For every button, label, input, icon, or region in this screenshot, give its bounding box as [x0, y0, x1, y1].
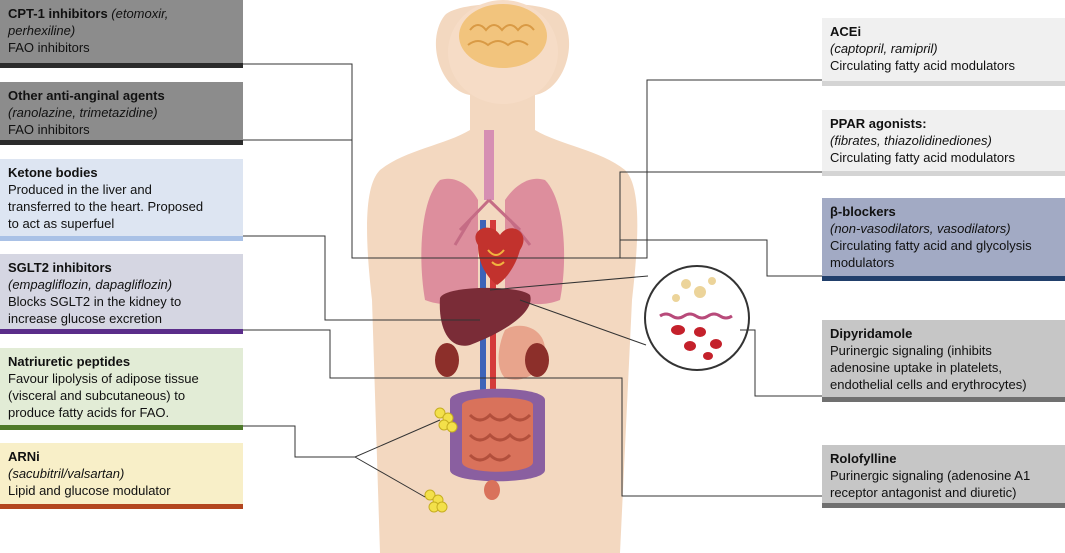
- box-italic-line: (ranolazine, trimetazidine): [8, 104, 235, 121]
- box-description: Purinergic signaling (adenosine A1: [830, 467, 1057, 484]
- box-title: SGLT2 inhibitors: [8, 259, 235, 276]
- box-description: FAO inhibitors: [8, 121, 235, 138]
- box-description: Lipid and glucose modulator: [8, 482, 235, 499]
- kidney-left-icon: [435, 343, 459, 377]
- box-description: Favour lipolysis of adipose tissue: [8, 370, 235, 387]
- box-description: Circulating fatty acid modulators: [830, 149, 1057, 166]
- box-description: Blocks SGLT2 in the kidney to: [8, 293, 235, 310]
- box-title-italic: (etomoxir,: [108, 6, 169, 21]
- box-description: FAO inhibitors: [8, 39, 235, 56]
- box-accent-bar: [0, 236, 243, 241]
- box-italic-line: perhexiline): [8, 22, 235, 39]
- box-description: transferred to the heart. Proposed: [8, 198, 235, 215]
- box-italic-line: (sacubitril/valsartan): [8, 465, 235, 482]
- box-description: receptor antagonist and diuretic): [830, 484, 1057, 501]
- rolofylline-box: Rolofylline Purinergic signaling (adenos…: [822, 445, 1065, 508]
- box-title: Ketone bodies: [8, 164, 235, 181]
- box-accent-bar: [822, 171, 1065, 176]
- box-accent-bar: [0, 140, 243, 145]
- ppar-agonists-box: PPAR agonists: (fibrates, thiazolidinedi…: [822, 110, 1065, 176]
- box-description: Circulating fatty acid and glycolysis: [830, 237, 1057, 254]
- box-accent-bar: [822, 503, 1065, 508]
- ketone-bodies-box: Ketone bodies Produced in the liver and …: [0, 159, 243, 241]
- box-description: to act as superfuel: [8, 215, 235, 232]
- box-title: CPT-1 inhibitors: [8, 6, 108, 21]
- box-accent-bar: [0, 63, 243, 68]
- beta-blockers-box: β-blockers (non-vasodilators, vasodilato…: [822, 198, 1065, 281]
- box-italic-line: (fibrates, thiazolidinediones): [830, 132, 1057, 149]
- box-description: Circulating fatty acid modulators: [830, 57, 1057, 74]
- box-title: ARNi: [8, 448, 235, 465]
- cpt1-inhibitors-box: CPT-1 inhibitors (etomoxir, perhexiline)…: [0, 0, 243, 68]
- box-description: modulators: [830, 254, 1057, 271]
- box-description: Purinergic signaling (inhibits: [830, 342, 1057, 359]
- box-description: Produced in the liver and: [8, 181, 235, 198]
- brain-icon: [459, 4, 547, 68]
- box-description: endothelial cells and erythrocytes): [830, 376, 1057, 393]
- box-italic-line: (empagliflozin, dapagliflozin): [8, 276, 235, 293]
- box-description: adenosine uptake in platelets,: [830, 359, 1057, 376]
- box-accent-bar: [822, 81, 1065, 86]
- box-description: increase glucose excretion: [8, 310, 235, 327]
- box-accent-bar: [0, 504, 243, 509]
- box-title: ACEi: [830, 23, 1057, 40]
- trachea-icon: [484, 130, 494, 200]
- dipyridamole-box: Dipyridamole Purinergic signaling (inhib…: [822, 320, 1065, 402]
- box-accent-bar: [822, 397, 1065, 402]
- box-title: Dipyridamole: [830, 325, 1057, 342]
- box-title: Natriuretic peptides: [8, 353, 235, 370]
- box-accent-bar: [0, 329, 243, 334]
- box-title: Other anti-anginal agents: [8, 87, 235, 104]
- acei-box: ACEi (captopril, ramipril) Circulating f…: [822, 18, 1065, 86]
- box-italic-line: (captopril, ramipril): [830, 40, 1057, 57]
- box-title: PPAR agonists:: [830, 115, 1057, 132]
- sglt2-inhibitors-box: SGLT2 inhibitors (empagliflozin, dapagli…: [0, 254, 243, 334]
- box-accent-bar: [0, 425, 243, 430]
- kidney-right-icon: [525, 343, 549, 377]
- box-title: Rolofylline: [830, 450, 1057, 467]
- natriuretic-peptides-box: Natriuretic peptides Favour lipolysis of…: [0, 348, 243, 430]
- box-description: produce fatty acids for FAO.: [8, 404, 235, 421]
- blood-cells-magnified-icon: [645, 266, 749, 370]
- box-accent-bar: [822, 276, 1065, 281]
- anti-anginal-agents-box: Other anti-anginal agents (ranolazine, t…: [0, 82, 243, 145]
- arni-box: ARNi (sacubitril/valsartan) Lipid and gl…: [0, 443, 243, 509]
- box-title: β-blockers: [830, 203, 1057, 220]
- box-italic-line: (non-vasodilators, vasodilators): [830, 220, 1057, 237]
- box-description: (visceral and subcutaneous) to: [8, 387, 235, 404]
